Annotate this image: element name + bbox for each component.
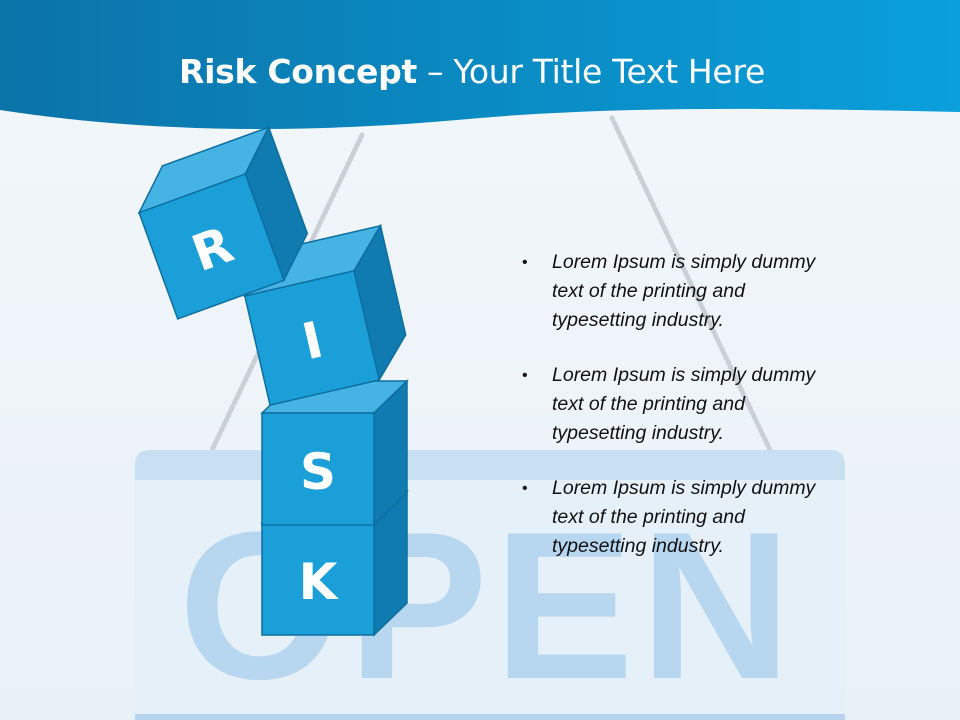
cube-k: K	[260, 489, 409, 637]
cube-letter: K	[299, 553, 340, 611]
title-rest: – Your Title Text Here	[426, 52, 765, 91]
cube-front-face	[243, 269, 381, 407]
cube-front-face	[261, 522, 375, 636]
cube-r: R	[137, 125, 309, 320]
list-item: • Lorem Ipsum is simply dummy text of the…	[520, 474, 830, 561]
list-item: • Lorem Ipsum is simply dummy text of the…	[520, 248, 830, 335]
bullet-dot: •	[522, 480, 528, 497]
cube-front-face	[261, 412, 375, 526]
bullet-text: Lorem Ipsum is simply dummy text of the …	[552, 251, 816, 331]
page-title: Risk Concept– Your Title Text Here	[0, 52, 944, 91]
chain-right	[609, 115, 773, 453]
list-item: • Lorem Ipsum is simply dummy text of the…	[520, 361, 830, 448]
bullet-list: • Lorem Ipsum is simply dummy text of the…	[520, 248, 830, 587]
cube-letter: S	[300, 443, 336, 501]
bullet-dot: •	[522, 254, 528, 271]
header-band	[0, 0, 960, 130]
bullet-text: Lorem Ipsum is simply dummy text of the …	[552, 364, 816, 444]
bullet-dot: •	[522, 367, 528, 384]
cube-s: S	[260, 379, 409, 527]
bullet-text: Lorem Ipsum is simply dummy text of the …	[552, 477, 816, 557]
cube-front-face	[138, 173, 285, 320]
title-bold: Risk Concept	[179, 52, 417, 91]
